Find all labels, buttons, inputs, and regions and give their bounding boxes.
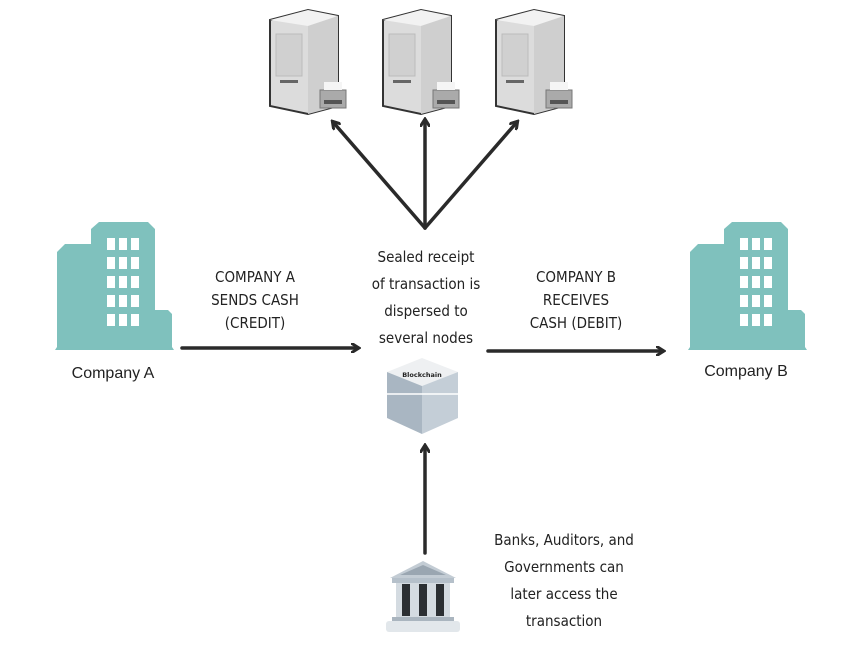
company-b-label: Company B (704, 363, 788, 380)
server-icon (495, 9, 573, 115)
office-building-icon (688, 222, 807, 350)
arrow-to-node-1 (333, 122, 427, 230)
svg-text:dispersed to: dispersed to (384, 302, 468, 320)
office-building-icon (55, 222, 174, 350)
svg-text:CASH (DEBIT): CASH (DEBIT) (530, 314, 623, 332)
arrow-to-node-3 (423, 122, 517, 230)
company-a-label: Company A (72, 365, 155, 382)
svg-text:Banks, Auditors, and: Banks, Auditors, and (494, 531, 634, 549)
svg-text:Governments can: Governments can (504, 558, 624, 576)
server-node-3 (495, 9, 573, 115)
svg-text:(CREDIT): (CREDIT) (225, 314, 285, 332)
blockchain-label: Blockchain (402, 371, 442, 379)
server-node-1 (269, 9, 347, 115)
svg-text:of transaction is: of transaction is (372, 275, 481, 293)
svg-text:RECEIVES: RECEIVES (543, 291, 609, 309)
svg-text:later access the: later access the (510, 585, 617, 603)
server-icon (269, 9, 347, 115)
bank-icon (386, 561, 460, 632)
svg-text:Sealed receipt: Sealed receipt (378, 248, 475, 266)
company-b: Company B (688, 222, 807, 380)
blockchain-cube: Blockchain (387, 358, 458, 434)
svg-text:COMPANY A: COMPANY A (215, 268, 296, 286)
svg-text:SENDS CASH: SENDS CASH (211, 291, 299, 309)
svg-text:transaction: transaction (526, 612, 602, 630)
cube-icon (387, 358, 458, 434)
svg-text:COMPANY B: COMPANY B (536, 268, 616, 286)
bank-access-text: Banks, Auditors, and Governments can lat… (494, 531, 634, 630)
server-icon (382, 9, 460, 115)
send-cash-text: COMPANY A SENDS CASH (CREDIT) (211, 268, 299, 332)
server-node-2 (382, 9, 460, 115)
receive-cash-text: COMPANY B RECEIVES CASH (DEBIT) (530, 268, 623, 332)
sealed-receipt-text: Sealed receipt of transaction is dispers… (372, 248, 481, 347)
svg-text:several nodes: several nodes (379, 329, 473, 347)
company-a: Company A (55, 222, 174, 382)
